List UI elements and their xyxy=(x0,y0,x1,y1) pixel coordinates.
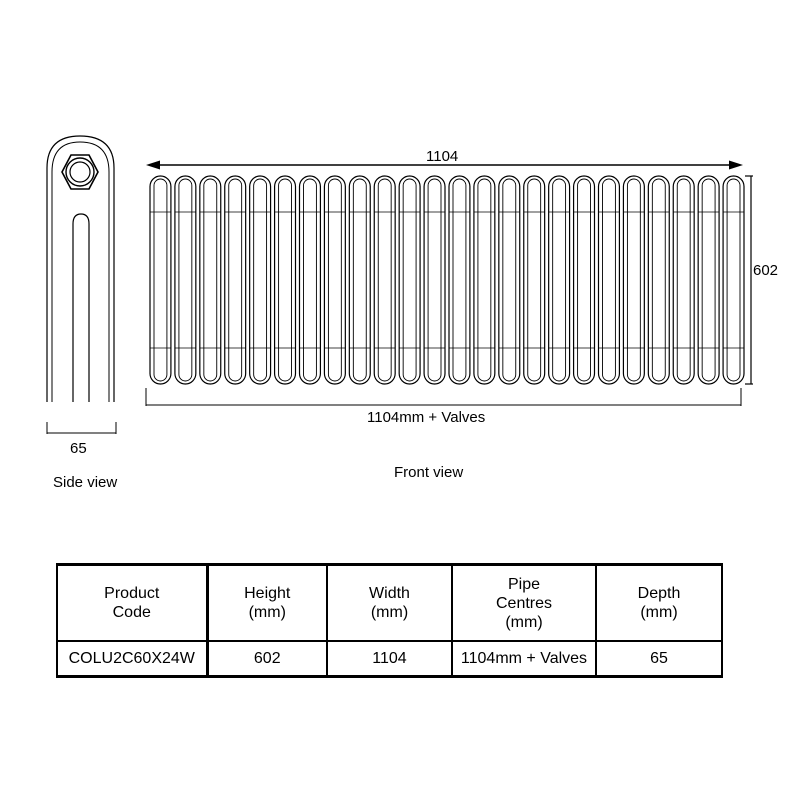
header-height: Height(mm) xyxy=(207,564,328,642)
radiator-column xyxy=(473,175,496,385)
radiator-column xyxy=(697,175,720,385)
header-depth: Depth(mm) xyxy=(596,564,722,642)
radiator-column-inner xyxy=(701,178,716,382)
height-dimension-label: 602 xyxy=(753,262,779,279)
radiator-column xyxy=(523,175,546,385)
radiator-column xyxy=(647,175,670,385)
radiator-column xyxy=(298,175,322,385)
radiator-column-inner xyxy=(303,178,317,382)
radiator-column-inner xyxy=(402,178,417,382)
radiator-column-inner xyxy=(552,178,567,382)
radiator-column-inner xyxy=(203,178,218,382)
radiator-column-inner xyxy=(602,178,616,382)
cell-product-code: COLU2C60X24W xyxy=(57,641,209,677)
radiator-column-inner xyxy=(676,178,691,382)
radiator-column-inner xyxy=(477,178,492,382)
radiator-column xyxy=(548,175,571,385)
radiator-column xyxy=(722,175,745,385)
radiator-column-inner xyxy=(577,178,591,382)
cell-pipe-centres: 1104mm + Valves xyxy=(452,641,597,677)
radiator-column-inner xyxy=(153,178,168,382)
radiator-column-inner xyxy=(626,178,641,382)
radiator-column-inner xyxy=(228,178,243,382)
side-view-inner-outline xyxy=(51,141,110,402)
header-width: Width(mm) xyxy=(327,564,453,642)
front-view-columns xyxy=(149,175,745,385)
radiator-column xyxy=(348,175,371,385)
radiator-column-inner xyxy=(178,178,193,382)
width-dimension-arrow xyxy=(146,160,743,170)
radiator-column-inner xyxy=(352,178,367,382)
radiator-column xyxy=(672,175,695,385)
cell-depth: 65 xyxy=(650,650,668,667)
radiator-column xyxy=(448,175,471,385)
depth-dimension-line xyxy=(46,422,117,434)
side-view-outline xyxy=(46,135,115,402)
radiator-column-inner xyxy=(651,178,666,382)
radiator-column-inner xyxy=(726,178,741,382)
cell-height: 602 xyxy=(207,641,328,677)
front-view-caption: Front view xyxy=(394,464,464,481)
radiator-column-inner xyxy=(427,178,442,382)
radiator-column xyxy=(373,175,396,385)
radiator-column-inner xyxy=(327,178,342,382)
valves-dimension-label: 1104mm + Valves xyxy=(367,409,486,426)
radiator-column-inner xyxy=(502,178,517,382)
valve-outer-circle xyxy=(65,157,95,187)
height-dimension-line xyxy=(745,175,753,385)
radiator-column-inner xyxy=(527,178,542,382)
side-view-slot xyxy=(72,213,90,402)
valves-dimension-line xyxy=(145,388,742,406)
side-view-caption: Side view xyxy=(53,474,118,491)
hex-nut-icon xyxy=(61,154,99,190)
cell-width: 1104 xyxy=(327,641,453,677)
radiator-column xyxy=(398,175,421,385)
valve-inner-circle xyxy=(69,161,91,183)
radiator-column xyxy=(174,175,197,385)
radiator-column xyxy=(149,175,172,385)
width-dimension-label: 1104 xyxy=(426,148,459,165)
radiator-column xyxy=(498,175,521,385)
radiator-column xyxy=(622,175,645,385)
radiator-column-inner xyxy=(278,178,292,382)
radiator-column-inner xyxy=(452,178,467,382)
side-view-drawing xyxy=(46,135,115,402)
table-row: COLU2C60X24W 602 1104 1104mm + Valves 65 xyxy=(57,641,722,677)
radiator-column xyxy=(423,175,446,385)
radiator-column xyxy=(572,175,596,385)
radiator-column xyxy=(249,175,272,385)
radiator-column xyxy=(597,175,621,385)
depth-dimension-label: 65 xyxy=(70,440,87,457)
radiator-column xyxy=(224,175,247,385)
radiator-column-inner xyxy=(253,178,268,382)
radiator-column xyxy=(323,175,346,385)
radiator-column xyxy=(199,175,222,385)
radiator-column xyxy=(273,175,297,385)
radiator-column-inner xyxy=(377,178,392,382)
